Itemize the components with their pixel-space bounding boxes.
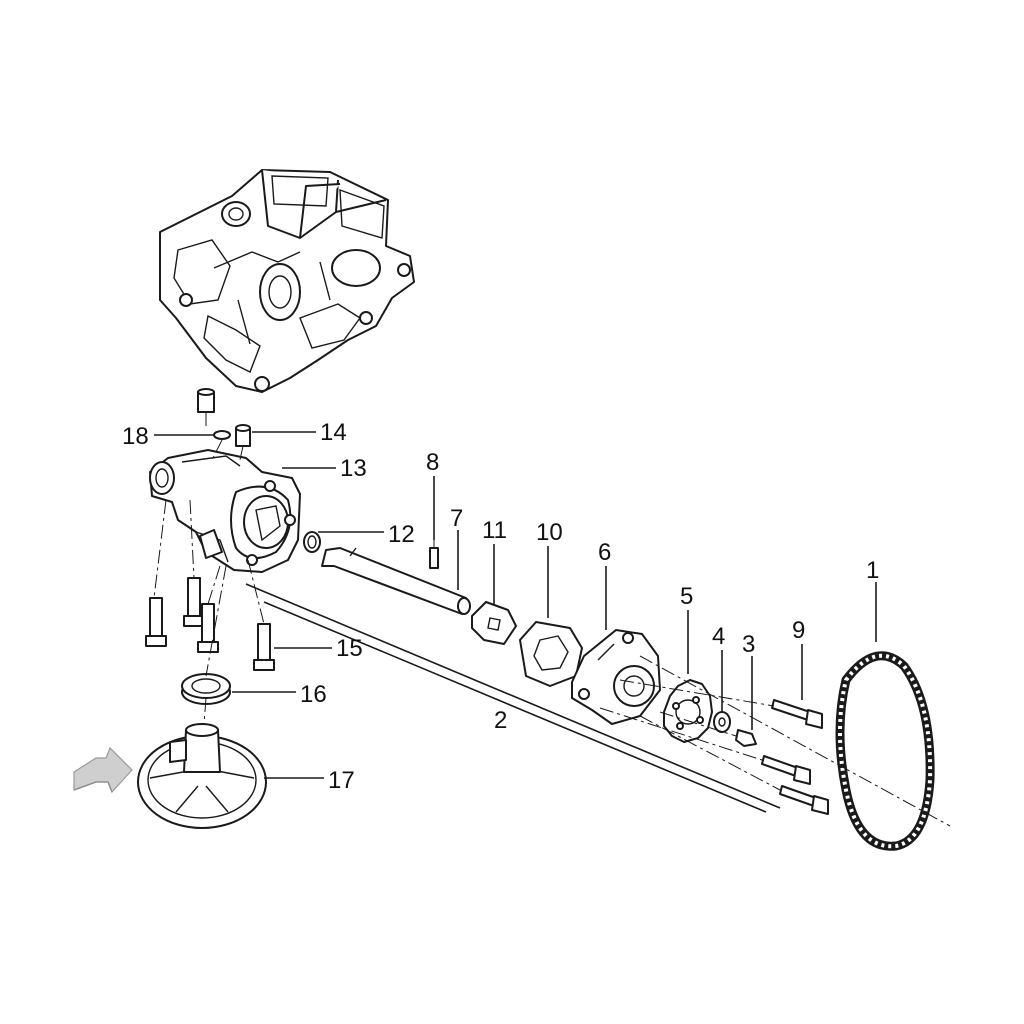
cover-bolts-9 xyxy=(761,699,829,815)
bolt xyxy=(779,785,829,815)
callout-9: 9 xyxy=(792,617,805,644)
callout-8: 8 xyxy=(426,449,439,476)
callout-1: 1 xyxy=(866,557,879,584)
drive-sprocket-5 xyxy=(663,679,713,743)
callout-6: 6 xyxy=(598,539,611,566)
callout-labels: 1 2 3 4 5 6 7 8 9 10 11 12 13 14 15 16 1… xyxy=(122,419,879,794)
oil-pump-housing xyxy=(149,449,301,573)
callout-13: 13 xyxy=(340,455,367,482)
o-ring-12 xyxy=(303,531,321,553)
bolt xyxy=(197,603,219,653)
callout-4: 4 xyxy=(712,623,725,650)
washer-4 xyxy=(713,711,731,733)
leader-lines xyxy=(154,431,877,813)
bolt xyxy=(771,699,823,729)
drive-chain-1 xyxy=(835,651,935,851)
bolt xyxy=(145,597,167,647)
bolt xyxy=(761,755,811,785)
inner-rotor-11 xyxy=(471,601,517,645)
callout-16: 16 xyxy=(300,681,327,708)
outer-rotor-10 xyxy=(519,621,583,687)
callout-18: 18 xyxy=(122,423,149,450)
sprocket-bolt-3 xyxy=(735,729,757,747)
callout-12: 12 xyxy=(388,521,415,548)
o-ring-18 xyxy=(213,430,231,440)
bolt-set-15 xyxy=(145,577,275,671)
assembly-axes xyxy=(153,412,951,827)
callout-14: 14 xyxy=(320,419,347,446)
bolt xyxy=(253,623,275,671)
crankcase-block xyxy=(159,169,415,393)
callout-10: 10 xyxy=(536,519,563,546)
callout-11: 11 xyxy=(482,517,507,544)
dowel-sleeve-14 xyxy=(235,424,251,447)
oil-strainer-17 xyxy=(137,723,267,829)
callout-2: 2 xyxy=(494,707,507,734)
callout-17: 17 xyxy=(328,767,355,794)
pump-cover-6 xyxy=(571,629,661,725)
callout-3: 3 xyxy=(742,631,755,658)
callout-15: 15 xyxy=(336,635,363,662)
front-direction-arrow-icon xyxy=(73,746,133,794)
pump-shaft-7 xyxy=(321,547,471,615)
drive-pin-8 xyxy=(429,547,439,569)
callout-5: 5 xyxy=(680,583,693,610)
callout-7: 7 xyxy=(450,505,463,532)
dowel-pin-upper xyxy=(197,388,215,413)
